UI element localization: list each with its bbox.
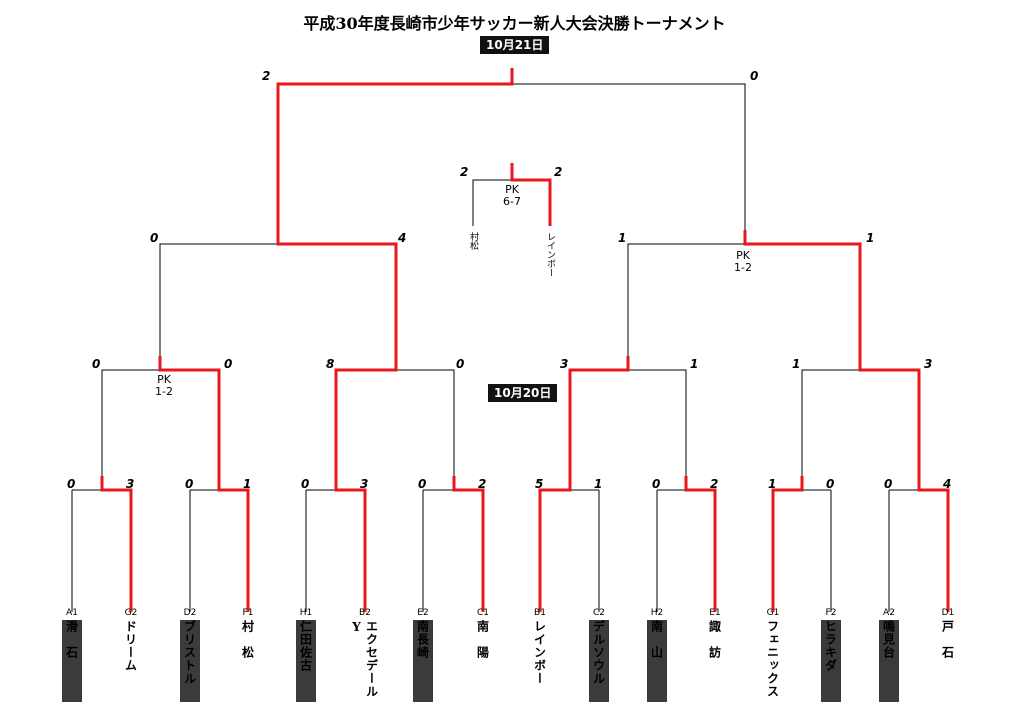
team-code: H2	[650, 608, 664, 618]
bracket-lines-red	[100, 68, 950, 612]
third-score-right: 2	[554, 165, 563, 179]
team-code: F1	[242, 608, 254, 618]
round1-score: 3	[126, 477, 135, 491]
round2-pk-label: PK	[157, 373, 171, 386]
final-score-left: 2	[262, 69, 271, 83]
third-team-left: 村松	[468, 232, 478, 250]
semi-score: 1	[618, 231, 627, 245]
round1-score: 0	[652, 477, 661, 491]
final-score-right: 0	[750, 69, 759, 83]
round1-score: 1	[594, 477, 603, 491]
team-name: レインボー	[532, 620, 547, 685]
team-code: G1	[766, 608, 780, 618]
date-badge-first: 10月20日	[488, 384, 558, 402]
team-code: D1	[941, 608, 955, 618]
team-code: A1	[66, 608, 78, 618]
third-pk-label: PK	[505, 183, 519, 196]
team-code: A2	[883, 608, 895, 618]
team-code: D2	[183, 608, 197, 618]
semi-pk-label: PK	[736, 249, 750, 262]
round1-score: 1	[768, 477, 777, 491]
round1-score: 2	[478, 477, 487, 491]
team-name: 戸 石	[940, 620, 955, 659]
third-team-right: レインボー	[545, 232, 555, 277]
round2-pk-score: 1-2	[155, 385, 173, 398]
round1-score: 0	[301, 477, 310, 491]
team-name: 南 山	[647, 620, 667, 702]
date-badge-final: 10月21日	[480, 36, 550, 54]
team-code: H1	[299, 608, 313, 618]
round1-score: 0	[826, 477, 835, 491]
round1-score: 4	[943, 477, 952, 491]
team-name: 滑 石	[62, 620, 82, 702]
round1-score: 2	[710, 477, 719, 491]
round2-score: 0	[92, 357, 101, 371]
team-name: ドリーム	[123, 620, 138, 672]
team-code: B2	[359, 608, 371, 618]
team-name: 諏 訪	[707, 620, 722, 659]
round1-score: 3	[360, 477, 369, 491]
team-name: ブリストル	[180, 620, 200, 702]
team-name: 南 陽	[475, 620, 490, 659]
team-name: エクセデールY	[349, 620, 379, 698]
team-code: C1	[476, 608, 489, 618]
team-name: 仁田佐古	[296, 620, 316, 702]
round2-score: 0	[224, 357, 233, 371]
round1-score: 0	[67, 477, 76, 491]
bracket-lines-black	[71, 83, 919, 612]
semi-score: 4	[398, 231, 407, 245]
team-code: C2	[592, 608, 605, 618]
round1-score: 0	[185, 477, 194, 491]
semi-score: 1	[866, 231, 875, 245]
team-name: フェニックス	[765, 620, 780, 698]
round2-score: 3	[560, 357, 569, 371]
round2-score: 8	[326, 357, 335, 371]
semi-score: 0	[150, 231, 159, 245]
round2-score: 1	[792, 357, 801, 371]
team-name: 鳴見台	[879, 620, 899, 702]
team-code: B1	[534, 608, 546, 618]
round1-score: 0	[418, 477, 427, 491]
team-code: F2	[825, 608, 837, 618]
round1-score: 1	[243, 477, 252, 491]
team-code: E1	[709, 608, 721, 618]
round2-score: 0	[456, 357, 465, 371]
team-code: E2	[417, 608, 429, 618]
round1-score: 0	[884, 477, 893, 491]
team-code: G2	[124, 608, 138, 618]
round1-score: 5	[535, 477, 544, 491]
semi-pk-score: 1-2	[734, 261, 752, 274]
team-name: デルソウル	[589, 620, 609, 702]
team-name: 村 松	[240, 620, 255, 659]
round2-score: 3	[924, 357, 933, 371]
team-name: ヒラキダ	[821, 620, 841, 702]
third-pk-score: 6-7	[503, 195, 521, 208]
third-score-left: 2	[460, 165, 469, 179]
page-title: 平成30年度長崎市少年サッカー新人大会決勝トーナメント	[303, 14, 726, 33]
team-name: 南長崎	[413, 620, 433, 702]
round2-score: 1	[690, 357, 699, 371]
